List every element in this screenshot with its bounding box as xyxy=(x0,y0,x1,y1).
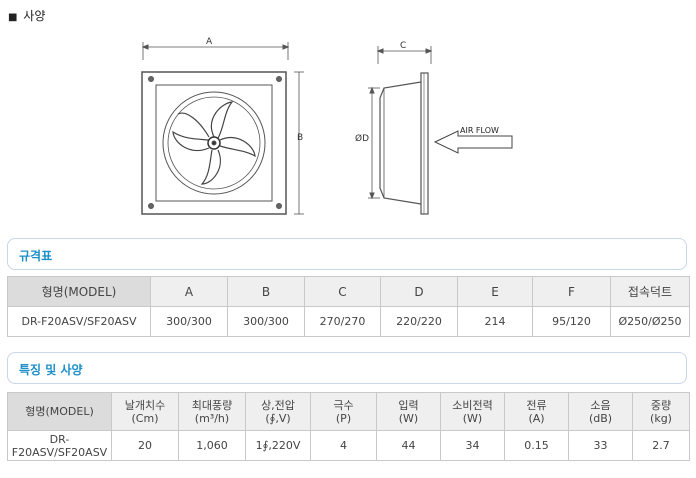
feature-section-header: 특징 및 사양 xyxy=(7,352,687,384)
feature-header-current: 전류(A) xyxy=(504,392,569,431)
spec-cell-e: 214 xyxy=(457,306,533,337)
spec-cell-duct: Ø250/Ø250 xyxy=(610,306,690,337)
feature-header-unit: (dB) xyxy=(588,411,613,425)
square-marker: ■ xyxy=(8,12,18,23)
feature-header-label: 최대풍량 xyxy=(191,398,233,412)
feature-header-blade-size: 날개치수(Cm) xyxy=(111,392,179,431)
spec-header-e: E xyxy=(457,276,533,307)
feature-header-unit: (∮,V) xyxy=(265,411,291,425)
feature-header-unit: (W) xyxy=(462,411,483,425)
dim-d-label: ØD xyxy=(355,133,369,144)
spec-header-b: B xyxy=(227,276,305,307)
feature-header-unit: (kg) xyxy=(650,411,672,425)
spec-table-row: DR-F20ASV/SF20ASV 300/300 300/300 270/27… xyxy=(7,306,690,337)
spec-header-a: A xyxy=(150,276,228,307)
spec-header-model: 형명(MODEL) xyxy=(7,276,151,307)
feature-cell-current: 0.15 xyxy=(504,430,569,461)
spec-header-f: F xyxy=(532,276,611,307)
feature-header-label: 입력 xyxy=(398,398,419,412)
dim-b-label: B xyxy=(297,133,303,143)
feature-header-unit: (m³/h) xyxy=(194,411,230,425)
feature-cell-blade-size: 20 xyxy=(111,430,179,461)
feature-header-unit: (A) xyxy=(528,411,545,425)
spec-cell-f: 95/120 xyxy=(532,306,611,337)
feature-table-header-row: 형명(MODEL) 날개치수(Cm) 최대풍량(m³/h) 상,전압(∮,V) … xyxy=(7,392,690,431)
feature-cell-max-airflow: 1,060 xyxy=(178,430,246,461)
spec-table-header-row: 형명(MODEL) A B C D E F 접속덕트 xyxy=(7,276,690,307)
spec-table: 형명(MODEL) A B C D E F 접속덕트 DR-F20ASV/SF2… xyxy=(7,276,690,337)
feature-header-label: 중량 xyxy=(650,398,672,412)
feature-header-phase-voltage: 상,전압(∮,V) xyxy=(245,392,311,431)
spec-cell-a: 300/300 xyxy=(150,306,228,337)
feature-cell-power-consumption: 34 xyxy=(440,430,505,461)
section-heading: ■ 사양 xyxy=(8,7,45,24)
feature-table: 형명(MODEL) 날개치수(Cm) 최대풍량(m³/h) 상,전압(∮,V) … xyxy=(7,392,690,461)
air-flow-label: AIR FLOW xyxy=(460,126,499,135)
section-heading-text: 사양 xyxy=(23,9,46,23)
feature-header-label: 소비전력 xyxy=(452,398,493,412)
feature-cell-poles: 4 xyxy=(310,430,377,461)
feature-header-power-consumption: 소비전력(W) xyxy=(440,392,505,431)
feature-table-row: DR-F20ASV/SF20ASV 20 1,060 1∮,220V 4 44 … xyxy=(7,430,690,461)
feature-section-title: 특징 및 사양 xyxy=(19,363,83,377)
feature-header-label: 전류 xyxy=(526,398,547,412)
side-view xyxy=(368,46,433,215)
fan-technical-drawing: A B ØD C AIR FLOW xyxy=(141,37,513,215)
feature-header-label: 소음 xyxy=(590,398,611,412)
spec-cell-model: DR-F20ASV/SF20ASV xyxy=(7,306,151,337)
air-flow-arrow xyxy=(433,130,513,154)
spec-header-duct: 접속덕트 xyxy=(610,276,690,307)
feature-cell-phase-voltage: 1∮,220V xyxy=(245,430,311,461)
feature-header-unit: (W) xyxy=(398,411,419,425)
feature-header-noise: 소음(dB) xyxy=(568,392,633,431)
spec-section-header: 규격표 xyxy=(7,238,687,270)
feature-cell-model: DR-F20ASV/SF20ASV xyxy=(7,430,112,461)
feature-header-label: 극수 xyxy=(333,398,354,412)
spec-cell-d: 220/220 xyxy=(380,306,458,337)
feature-cell-input: 44 xyxy=(376,430,441,461)
dim-c-label: C xyxy=(400,41,406,51)
feature-header-input: 입력(W) xyxy=(376,392,441,431)
feature-cell-weight: 2.7 xyxy=(632,430,690,461)
front-view xyxy=(141,42,304,215)
feature-header-model: 형명(MODEL) xyxy=(7,392,112,431)
feature-cell-model-line: F20ASV/SF20ASV xyxy=(11,445,108,459)
feature-header-poles: 극수(P) xyxy=(310,392,377,431)
feature-header-unit: (P) xyxy=(335,411,352,425)
spec-section-title: 규격표 xyxy=(19,249,53,263)
spec-header-c: C xyxy=(304,276,381,307)
feature-header-max-airflow: 최대풍량(m³/h) xyxy=(178,392,246,431)
feature-cell-model-line: DR- xyxy=(49,432,70,446)
feature-header-label: 날개치수 xyxy=(124,398,166,412)
spec-header-d: D xyxy=(380,276,458,307)
spec-cell-c: 270/270 xyxy=(304,306,381,337)
feature-header-label: 상,전압 xyxy=(261,398,295,412)
feature-header-model-label: 형명(MODEL) xyxy=(25,405,94,418)
feature-header-unit: (Cm) xyxy=(131,411,159,425)
dim-a-label: A xyxy=(206,37,213,47)
spec-cell-b: 300/300 xyxy=(227,306,305,337)
feature-cell-noise: 33 xyxy=(568,430,633,461)
feature-header-weight: 중량(kg) xyxy=(632,392,690,431)
